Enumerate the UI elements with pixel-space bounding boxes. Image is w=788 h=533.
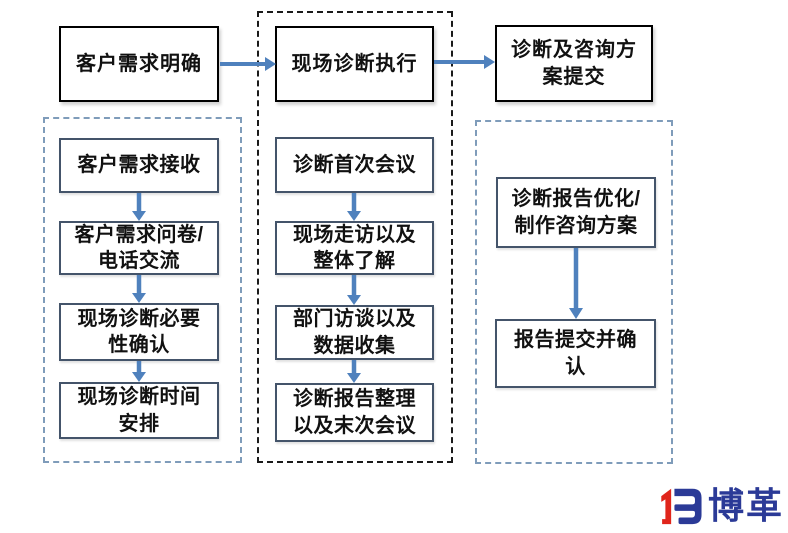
step-label: 客户需求接收: [77, 154, 201, 177]
step-box-col1-4: 现场诊断时间 安排: [59, 382, 219, 439]
step-label: 客户需求问卷/ 电话交流: [74, 223, 204, 272]
phase1-title-box: 客户需求明确: [59, 26, 219, 102]
logo-mark-icon: [661, 488, 702, 525]
phase2-title-box: 现场诊断执行: [275, 26, 434, 102]
step-box-col2-2: 现场走访以及 整体了解: [275, 221, 434, 275]
step-box-col2-3: 部门访谈以及 数据收集: [275, 305, 434, 360]
arrow-down-col1-3-icon: [132, 361, 146, 382]
step-label: 报告提交并确 认: [514, 329, 637, 378]
step-box-col1-2: 客户需求问卷/ 电话交流: [59, 221, 219, 275]
phase2-title-label: 现场诊断执行: [291, 52, 418, 75]
step-label: 诊断报告优化/ 制作咨询方案: [511, 188, 641, 237]
phase3-dashed-container: [475, 120, 673, 464]
step-label: 现场诊断必要 性确认: [77, 307, 201, 356]
arrow-right-phase2-to-phase3-icon: [434, 55, 495, 69]
arrow-down-col2-1-icon: [347, 193, 361, 221]
step-box-col2-4: 诊断报告整理 以及末次会议: [275, 383, 434, 442]
phase3-title-label: 诊断及咨询方 案提交: [511, 38, 637, 88]
logo-text: 博革: [708, 485, 785, 526]
step-box-col1-1: 客户需求接收: [59, 138, 219, 193]
arrow-down-col2-3-icon: [347, 360, 361, 383]
phase2-dashed-container: [257, 11, 453, 463]
step-label: 部门访谈以及 数据收集: [293, 308, 416, 357]
arrow-right-phase1-to-phase2-icon: [220, 57, 276, 71]
arrow-down-col1-2-icon: [132, 275, 146, 303]
step-box-col3-2: 报告提交并确 认: [495, 319, 656, 388]
step-label: 诊断报告整理 以及末次会议: [293, 388, 416, 437]
arrow-down-col1-1-icon: [132, 193, 146, 221]
step-box-col1-3: 现场诊断必要 性确认: [59, 303, 219, 361]
phase1-title-label: 客户需求明确: [76, 52, 202, 75]
arrow-down-col3-1-icon: [569, 248, 583, 319]
step-box-col3-1: 诊断报告优化/ 制作咨询方案: [496, 177, 656, 248]
arrow-down-col2-2-icon: [347, 275, 361, 305]
step-label: 现场诊断时间 安排: [77, 386, 201, 435]
brand-logo: 博革: [658, 484, 784, 528]
step-box-col2-1: 诊断首次会议: [275, 137, 434, 193]
phase3-title-box: 诊断及咨询方 案提交: [495, 25, 653, 102]
step-label: 诊断首次会议: [293, 153, 416, 176]
step-label: 现场走访以及 整体了解: [293, 223, 416, 272]
phase1-dashed-container: [43, 117, 242, 463]
